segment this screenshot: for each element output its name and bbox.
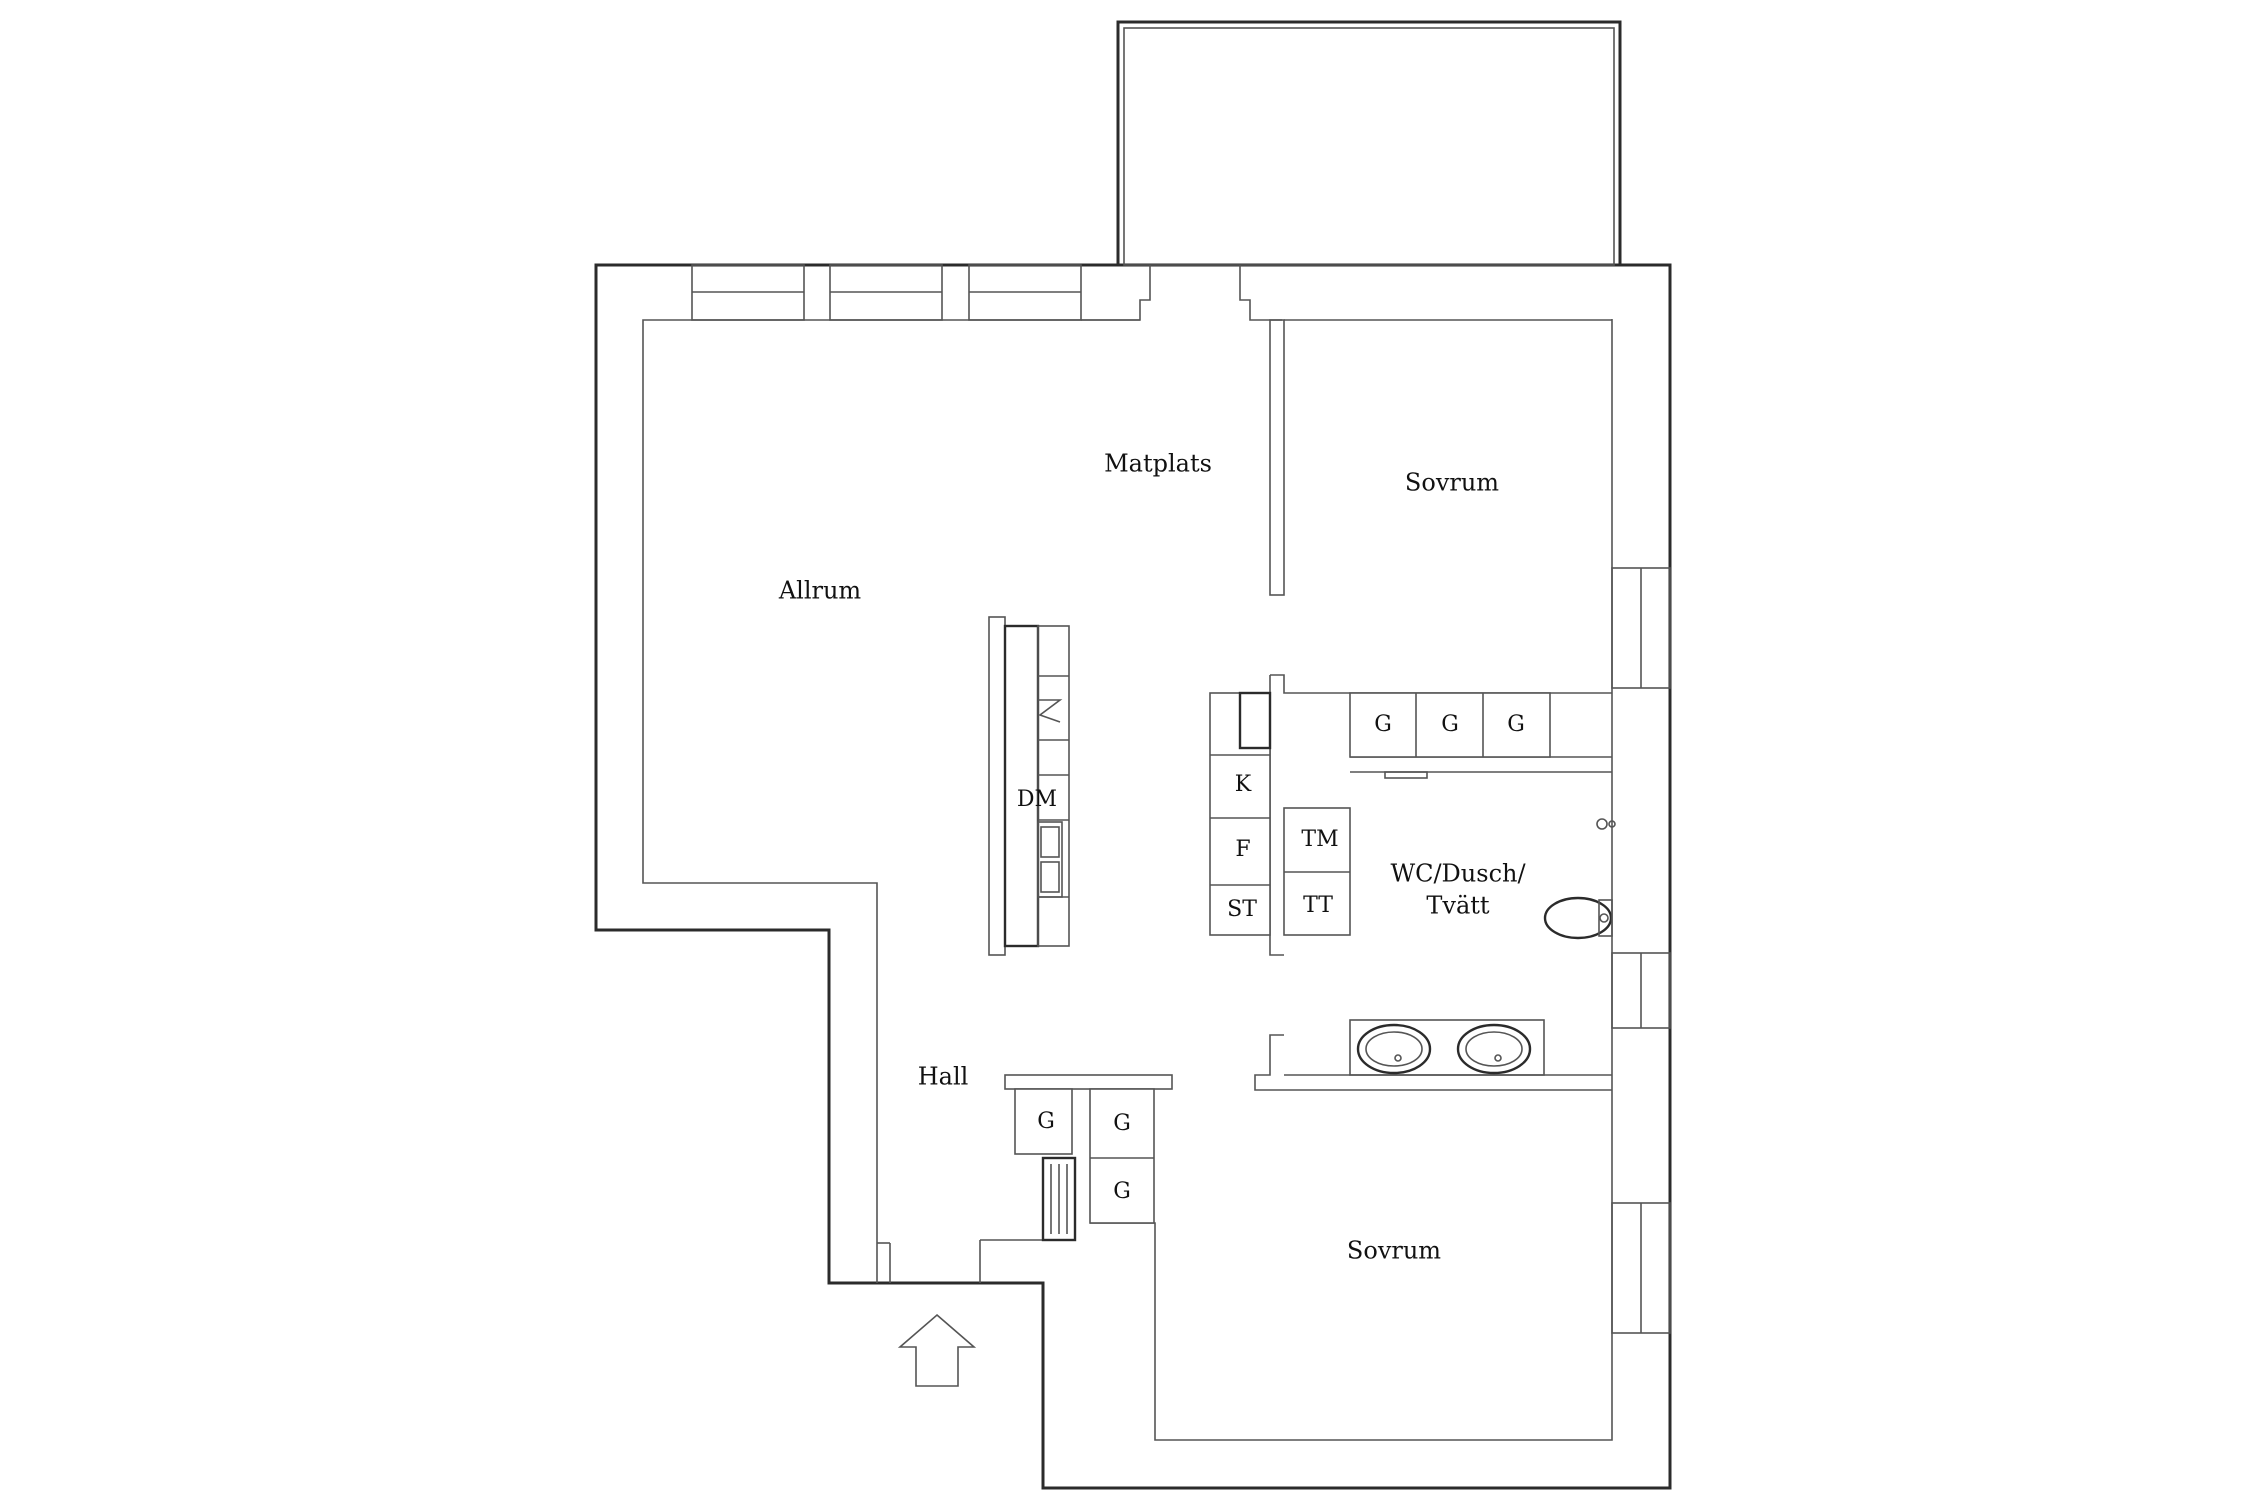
wardrobe-label: G: [1507, 712, 1525, 737]
appliance-label-tt: TT: [1303, 893, 1333, 918]
room-label-sovrum-bottom: Sovrum: [1347, 1237, 1441, 1265]
window-right-1: [1611, 567, 1671, 689]
wardrobe-label: G: [1113, 1179, 1131, 1204]
room-label-sovrum-top: Sovrum: [1405, 469, 1499, 497]
room-label-hall: Hall: [918, 1063, 969, 1091]
room-label-matplats: Matplats: [1104, 450, 1212, 478]
outer-walls: [594, 263, 1672, 1490]
shower-mixer-icon: [1596, 818, 1616, 830]
balcony: [1116, 20, 1622, 267]
wardrobe-label: G: [1441, 712, 1459, 737]
room-label-wc-line2: Tvätt: [1426, 892, 1490, 920]
room-label-wc-line1: WC/Dusch/: [1390, 860, 1526, 888]
radiator-icon: [1041, 1156, 1077, 1242]
window-right-3: [1611, 1202, 1671, 1334]
wardrobe-label: G: [1113, 1111, 1131, 1136]
sink-icon: [1037, 821, 1063, 898]
entrance-arrow-icon: [897, 1313, 977, 1387]
sink-icon: [1349, 1019, 1545, 1076]
appliance-label-st: ST: [1227, 897, 1257, 922]
wardrobe-label: G: [1374, 712, 1392, 737]
toilet-icon: [1543, 896, 1613, 940]
bathroom-fixtures: [1349, 771, 1616, 1076]
window-top-3: [968, 264, 1082, 321]
appliance-label-tm: TM: [1301, 827, 1338, 852]
wardrobes-top: G G G: [1349, 692, 1551, 758]
window-right-2: [1611, 952, 1671, 1029]
kitchen-counter: K F ST: [1209, 691, 1272, 936]
window-top-1: [691, 264, 805, 321]
room-label-allrum: Allrum: [778, 577, 862, 605]
window-top-2: [829, 264, 943, 321]
kitchen-island: DM: [988, 616, 1070, 956]
laundry-units: TM TT: [1283, 807, 1351, 936]
appliance-label-f: F: [1235, 837, 1250, 862]
wardrobe-label: G: [1037, 1109, 1055, 1134]
appliance-label-dm: DM: [1017, 787, 1057, 812]
wardrobes-hall: G G G: [1004, 1074, 1173, 1224]
appliance-label-k: K: [1235, 772, 1252, 797]
